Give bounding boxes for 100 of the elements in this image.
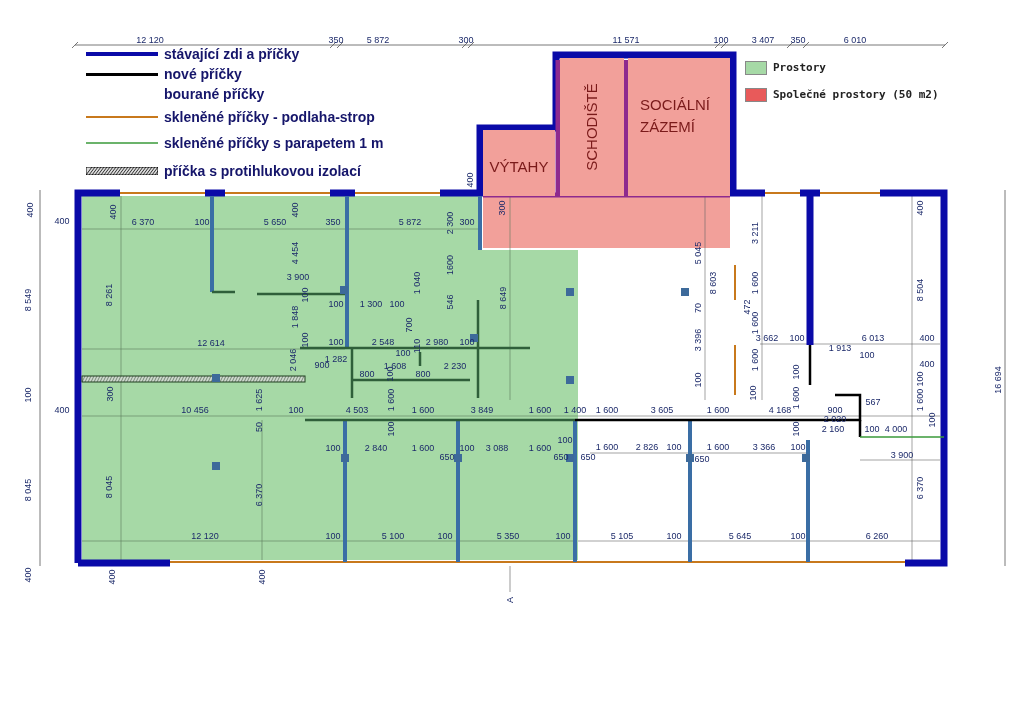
dimension-label: 50 (254, 422, 264, 432)
dimension-label: 70 (693, 303, 703, 313)
dimension-label: 1 600 (750, 311, 760, 335)
dimension-label: 6 370 (254, 483, 264, 507)
dimension-label: 350 (328, 35, 344, 45)
dimension-label: 110 (412, 338, 422, 354)
dimension-label: 100 (789, 333, 805, 343)
dimension-label: 546 (445, 294, 455, 310)
dimension-label: 800 (359, 369, 375, 379)
dimension-label: 100 (666, 442, 682, 452)
dimension-label: 100 (325, 443, 341, 453)
legend-text: skleněné příčky s parapetem 1 m (164, 133, 384, 153)
dimension-label: 1 600 (411, 443, 435, 453)
dimension-label: 1 600 (750, 271, 760, 295)
dimension-label: 5 105 (610, 531, 634, 541)
dimension-label: 300 (105, 386, 115, 402)
dimension-label: 8 603 (708, 271, 718, 295)
dimension-label: 2 046 (288, 348, 298, 372)
dimension-label: 1 400 (563, 405, 587, 415)
dimension-label: 3 662 (755, 333, 779, 343)
dimension-label: 100 (300, 332, 310, 348)
room-area (560, 58, 624, 196)
dimension-label: 400 (25, 202, 35, 218)
dimension-label: 8 649 (498, 286, 508, 310)
dimension-label: 2 826 (635, 442, 659, 452)
legend-text: bourané příčky (164, 84, 265, 104)
dimension-label: 11 571 (612, 35, 640, 45)
dimension-label: 12 120 (191, 531, 219, 541)
dimension-label: 2 160 (821, 424, 845, 434)
dimension-label: 1600 (445, 255, 455, 275)
dimension-label: 4 168 (768, 405, 792, 415)
dimension-label: 100 (328, 299, 344, 309)
dimension-label: 3 211 (750, 222, 760, 244)
room-area (483, 130, 555, 196)
dimension-label: 100 (395, 348, 411, 358)
dimension-label: 700 (404, 317, 414, 333)
dimension-label: 1 600 (528, 443, 552, 453)
dimension-label: 3 088 (485, 443, 509, 453)
dimension-label: 6 260 (865, 531, 889, 541)
dimension-label: 4 503 (345, 405, 369, 415)
dimension-label: 5 872 (398, 217, 422, 227)
dimension-label: 350 (790, 35, 806, 45)
dimension-label: 650 (580, 452, 596, 462)
dimension-label: 100 (791, 421, 801, 437)
dimension-label: 100 (791, 364, 801, 380)
dimension-label: 100 (300, 287, 310, 303)
dimension-label: 350 (325, 217, 341, 227)
dimension-label: 6 013 (861, 333, 885, 343)
dimension-label: 8 045 (104, 475, 114, 499)
dimension-label: 3 407 (751, 35, 775, 45)
dimension-label: 300 (459, 217, 475, 227)
dimension-label: 100 (927, 412, 937, 428)
dimension-label: 100 (386, 421, 396, 437)
dimension-label: 100 (328, 337, 344, 347)
dimension-label: 400 (919, 333, 935, 343)
dimension-label: 400 (915, 200, 925, 216)
dimension-label: 100 (713, 35, 729, 45)
dimension-label: 10 456 (181, 405, 209, 415)
dimension-label: 567 (865, 397, 881, 407)
dimension-label: 100 (389, 299, 405, 309)
dimension-label: 1 625 (254, 388, 264, 412)
dimension-label: 8 045 (23, 478, 33, 502)
legend-text: nové příčky (164, 64, 242, 84)
dimension-label: 100 (437, 531, 453, 541)
dimension-label: 400 (23, 567, 33, 583)
dimension-label: 400 (107, 569, 117, 585)
room-area (628, 58, 730, 196)
dimension-label: 400 (108, 204, 118, 220)
dimension-label: 1 600 (915, 388, 925, 412)
dimension-label: 1 600 (595, 405, 619, 415)
dimension-label: 100 (557, 435, 573, 445)
dimension-label: 2 300 (445, 211, 455, 235)
dimension-label: 12 614 (197, 338, 225, 348)
dimension-label: 300 (458, 35, 474, 45)
dimension-label: 5 645 (728, 531, 752, 541)
dimension-label: 1 600 (386, 388, 396, 412)
dimension-label: 100 (790, 442, 806, 452)
dimension-label: 2 840 (364, 443, 388, 453)
dimension-label: 3 900 (286, 272, 310, 282)
dimension-label: 6 010 (843, 35, 867, 45)
dimension-label: 1 913 (828, 343, 852, 353)
legend-text: příčka s protihlukovou izolací (164, 161, 361, 181)
dimension-label: 100 (859, 350, 875, 360)
dimension-label: 3 396 (693, 328, 703, 352)
dimension-label: 100 (194, 217, 210, 227)
dimension-label: 1 600 (791, 386, 801, 410)
dimension-label: 1 600 (411, 405, 435, 415)
dimension-label: 2 548 (371, 337, 395, 347)
dimension-label: 100 (748, 385, 758, 401)
legend-text: stávající zdi a příčky (164, 44, 300, 64)
dimension-label: 400 (465, 172, 475, 188)
dimension-label: 900 (827, 405, 843, 415)
dimension-label: 8 261 (104, 283, 114, 307)
dimension-label: 400 (54, 216, 70, 226)
dimension-label: 100 (288, 405, 304, 415)
dimension-label: 2 230 (443, 361, 467, 371)
dimension-label: 100 (23, 387, 33, 403)
dimension-label: 1 600 (528, 405, 552, 415)
dimension-label: 16 694 (993, 366, 1003, 394)
dimension-label: 1 040 (412, 271, 422, 295)
